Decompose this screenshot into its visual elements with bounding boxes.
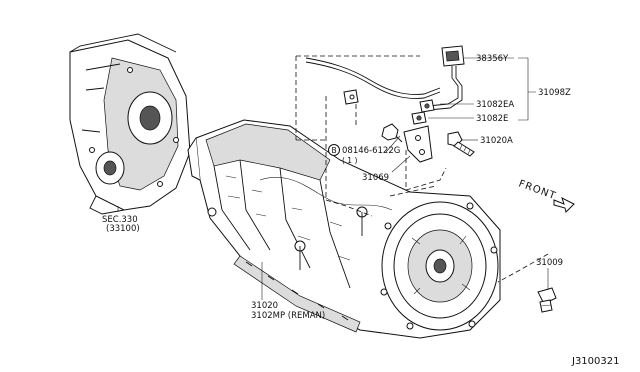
label-front: FRONT — [517, 178, 558, 202]
label-31069: 31069 — [362, 173, 389, 183]
label-31009: 31009 — [536, 258, 563, 268]
label-31020: 31020 — [251, 301, 278, 311]
label-sec-330-sub: (33100) — [106, 224, 140, 234]
plug-31009-illustration — [537, 287, 557, 313]
label-bolt-qty: ( 1 ) — [342, 156, 357, 165]
label-31098z: 31098Z — [538, 88, 571, 98]
sensor-harness-assembly — [305, 45, 465, 163]
front-direction-indicator: FRONT — [517, 178, 575, 213]
label-31082e: 31082E — [476, 114, 508, 124]
label-3102mp: 3102MP (REMAN) — [251, 311, 325, 321]
transmission-illustration — [187, 119, 501, 339]
bolt-circle-letter: B — [332, 146, 337, 155]
label-31082ea: 31082EA — [476, 100, 514, 110]
front-arrow-icon — [553, 197, 575, 213]
label-bolt-code: 08146-6122G — [342, 146, 400, 156]
label-sec-330: SEC.330 — [102, 215, 138, 225]
diagram-code: J3100321 — [571, 356, 620, 367]
bolt-31020a-illustration — [447, 131, 475, 157]
bolt-callout: B 08146-6122G ( 1 ) — [328, 144, 400, 165]
label-31020a: 31020A — [480, 136, 513, 146]
label-38356y: 38356Y — [476, 54, 509, 64]
transfer-case-illustration — [69, 33, 191, 215]
